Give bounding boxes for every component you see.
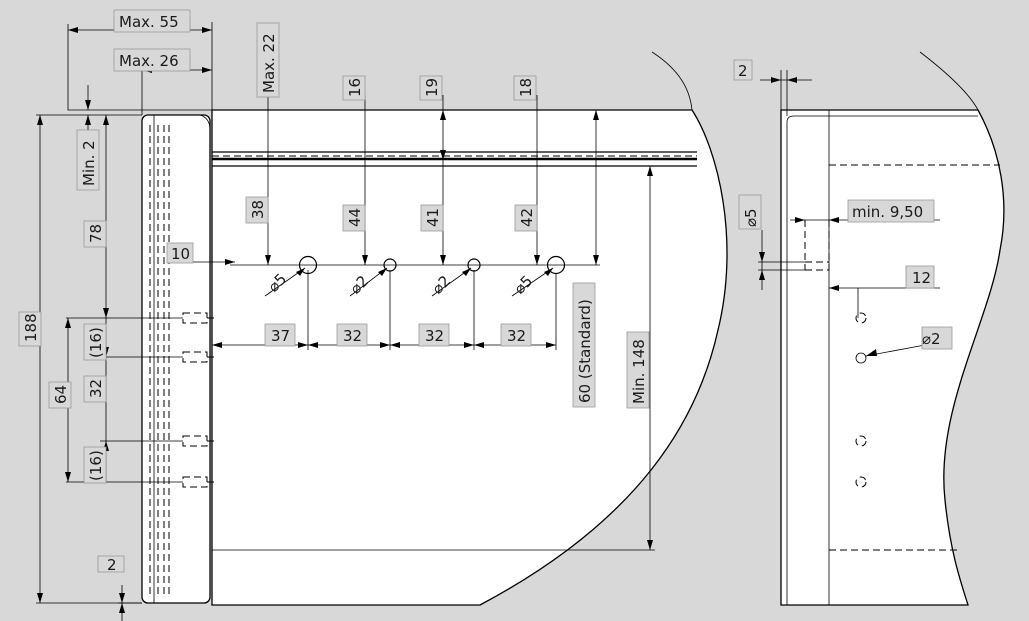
screw-holes-hidden [182,312,218,488]
drill-holes [230,255,600,275]
dim-max-55: Max. 55 [119,13,179,31]
front-board-hidden-lines [149,125,170,595]
front-board-inner [153,114,211,603]
side-hole-icon [855,312,867,324]
side-dimension-lines [758,70,950,357]
dim-32-v: 32 [87,379,105,398]
side-hole-icon [855,435,867,447]
side-hole-icon [855,352,867,364]
side-hole-icon [855,476,867,488]
dim-44: 44 [346,208,364,227]
dim-max-26: Max. 26 [119,52,179,70]
dim-10: 10 [171,245,190,263]
dim-41: 41 [424,208,442,227]
side-dim-12: 12 [912,269,931,287]
side-dim-min-9-50: min. 9,50 [852,203,923,221]
front-view [67,51,728,606]
dim-38: 38 [249,200,267,219]
side-dim-2: 2 [738,62,748,80]
dim-min-2: Min. 2 [80,140,98,186]
labels: Max. 55 Max. 26 10 37 32 32 32 2 2 min. … [18,9,953,574]
dim-19-top: 19 [423,78,441,97]
dim-16-top: 16 [346,78,364,97]
dim-18-top: 18 [517,78,535,97]
dim-2-bottom: 2 [107,556,117,574]
dim-min-148: Min. 148 [630,339,648,404]
dim-16-a: (16) [87,327,105,358]
dim-37: 37 [271,327,290,345]
dim-32-h3: 32 [507,327,526,345]
side-dim-dia-5: ⌀5 [742,208,760,227]
dim-188: 188 [22,313,40,342]
side-view [780,51,1005,606]
dim-16-b: (16) [87,450,105,481]
top-groove [212,151,697,167]
side-dim-dia-2: ⌀2 [922,330,941,348]
front-board [141,114,211,604]
break-curve-top [651,51,693,111]
top-ledge [67,52,212,111]
dim-64: 64 [52,385,70,404]
dim-32-h1: 32 [343,327,362,345]
side-panel [780,109,1005,606]
dim-60-standard: 60 (Standard) [576,299,594,403]
dim-max-22: Max. 22 [260,33,278,93]
dim-42: 42 [518,208,536,227]
dim-78: 78 [87,224,105,243]
dim-32-h2: 32 [425,327,444,345]
